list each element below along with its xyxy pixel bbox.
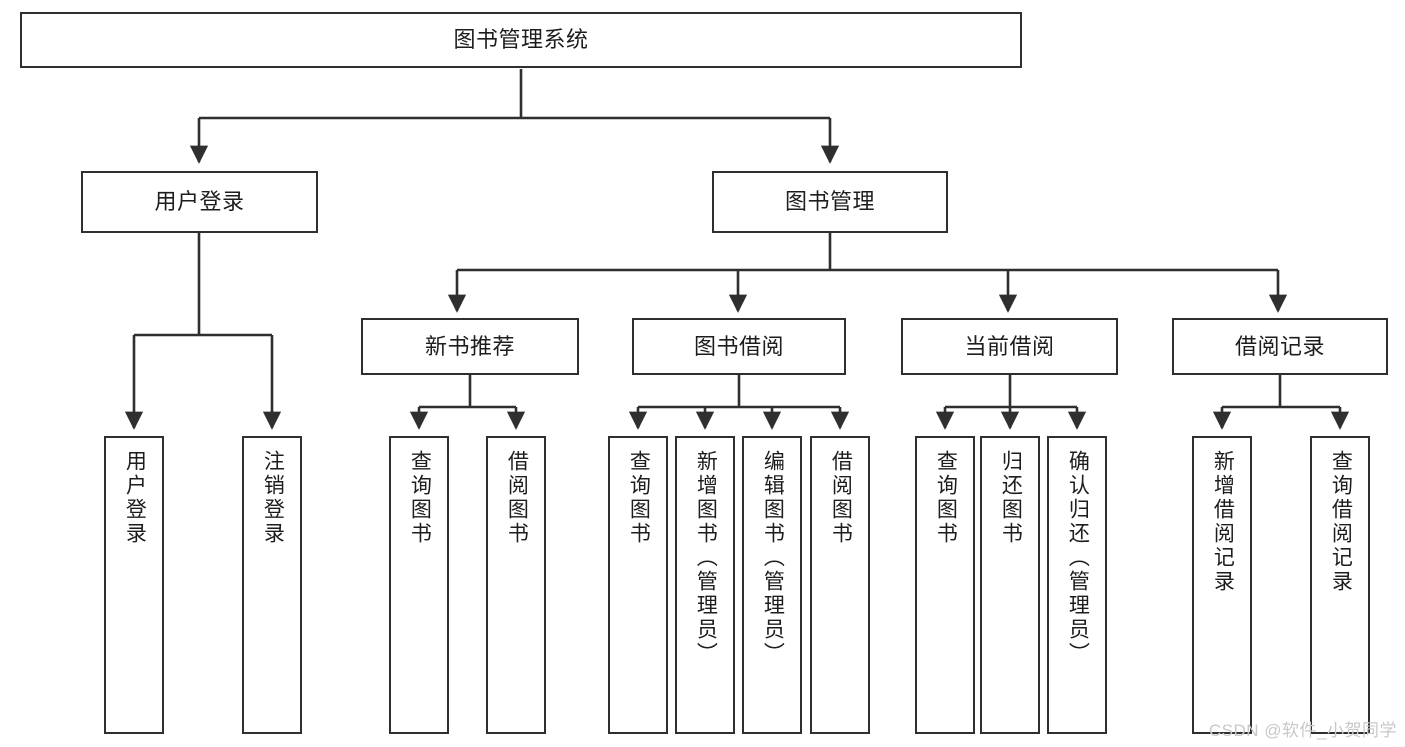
leaf-borrow-add-book-admin[interactable]: 新增图书（管理员）: [675, 436, 735, 734]
leaf-borrow-edit-book-admin[interactable]: 编辑图书（管理员）: [742, 436, 802, 734]
node-label: 归还图书: [999, 450, 1023, 546]
node-borrow-record[interactable]: 借阅记录: [1172, 318, 1388, 375]
watermark: CSDN @软件_小贺同学: [1208, 721, 1397, 740]
node-label: 确认归还（管理员）: [1066, 450, 1090, 666]
node-label: 当前借阅: [964, 333, 1055, 359]
node-label: 图书管理: [784, 189, 875, 215]
node-label: 图书借阅: [693, 333, 784, 359]
node-label: 新增图书（管理员）: [694, 450, 718, 666]
node-user-login[interactable]: 用户登录: [81, 171, 318, 233]
leaf-borrow-borrow-book[interactable]: 借阅图书: [810, 436, 870, 734]
node-label: 用户登录: [123, 450, 147, 546]
node-label: 查询图书: [408, 450, 432, 546]
leaf-user-logout[interactable]: 注销登录: [242, 436, 302, 734]
node-label: 借阅记录: [1234, 333, 1325, 359]
node-current-borrow[interactable]: 当前借阅: [901, 318, 1118, 375]
node-root-system[interactable]: 图书管理系统: [20, 12, 1022, 68]
node-label: 查询借阅记录: [1329, 450, 1353, 594]
node-label: 图书管理系统: [453, 27, 589, 53]
leaf-borrow-query-book[interactable]: 查询图书: [608, 436, 668, 734]
node-label: 新增借阅记录: [1211, 450, 1235, 594]
leaf-record-add-record[interactable]: 新增借阅记录: [1192, 436, 1252, 734]
leaf-user-login[interactable]: 用户登录: [104, 436, 164, 734]
leaf-current-confirm-return-admin[interactable]: 确认归还（管理员）: [1047, 436, 1107, 734]
node-label: 查询图书: [934, 450, 958, 546]
leaf-current-return-book[interactable]: 归还图书: [980, 436, 1040, 734]
node-new-book-recommend[interactable]: 新书推荐: [361, 318, 579, 375]
node-label: 用户登录: [154, 189, 245, 215]
node-label: 编辑图书（管理员）: [761, 450, 785, 666]
node-label: 借阅图书: [829, 450, 853, 546]
node-book-borrow[interactable]: 图书借阅: [632, 318, 846, 375]
node-label: 借阅图书: [505, 450, 529, 546]
leaf-record-query-record[interactable]: 查询借阅记录: [1310, 436, 1370, 734]
node-book-management[interactable]: 图书管理: [712, 171, 948, 233]
node-label: 新书推荐: [424, 333, 515, 359]
node-label: 查询图书: [627, 450, 651, 546]
node-label: 注销登录: [261, 450, 285, 546]
leaf-current-query-book[interactable]: 查询图书: [915, 436, 975, 734]
leaf-recommend-query-book[interactable]: 查询图书: [389, 436, 449, 734]
leaf-recommend-borrow-book[interactable]: 借阅图书: [486, 436, 546, 734]
